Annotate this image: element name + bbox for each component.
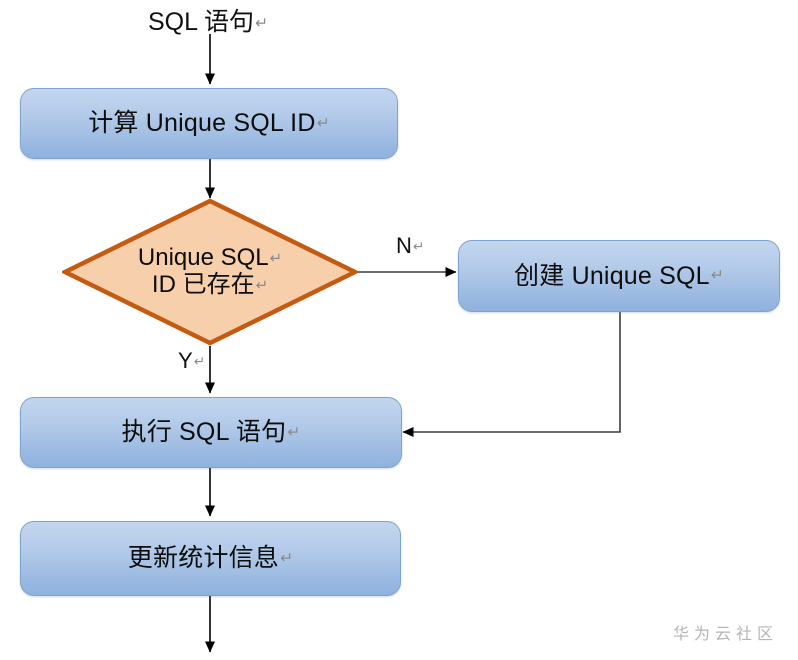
decision-line-1: Unique SQL — [137, 244, 269, 272]
node-calculate-unique-sql-id-label: 计算 Unique SQL ID — [88, 109, 316, 138]
edge-label-no: N↵ — [396, 233, 424, 259]
paragraph-mark-icon: ↵ — [412, 239, 425, 255]
node-create-unique-sql-label: 创建 Unique SQL — [514, 261, 710, 290]
node-create-unique-sql[interactable]: 创建 Unique SQL↵ — [458, 240, 780, 312]
paragraph-mark-icon: ↵ — [193, 354, 206, 370]
edge-label-yes: Y↵ — [178, 348, 205, 374]
paragraph-mark-icon: ↵ — [710, 267, 724, 285]
decision-line-2: ID 已存在 — [151, 271, 255, 298]
node-unique-sql-id-exists[interactable]: Unique SQL↵ ID 已存在↵ — [62, 198, 358, 346]
watermark-huawei-cloud-community: 华为云社区 — [673, 620, 778, 644]
paragraph-mark-icon: ↵ — [255, 278, 269, 295]
node-execute-sql-label: 执行 SQL 语句 — [121, 418, 287, 447]
connector-create-to-execute — [402, 312, 621, 437]
paragraph-mark-icon: ↵ — [316, 114, 330, 132]
edge-label-yes-text: Y — [178, 348, 193, 373]
node-update-statistics-label: 更新统计信息 — [127, 544, 279, 573]
entry-label: SQL 语句↵ — [148, 2, 268, 38]
decision-diamond-shape — [62, 198, 358, 346]
node-execute-sql[interactable]: 执行 SQL 语句↵ — [20, 397, 402, 468]
paragraph-mark-icon: ↵ — [280, 549, 294, 567]
paragraph-mark-icon: ↵ — [269, 251, 283, 268]
node-calculate-unique-sql-id[interactable]: 计算 Unique SQL ID↵ — [20, 88, 398, 159]
edge-label-no-text: N — [396, 233, 412, 258]
watermark-text: 华为云社区 — [673, 626, 779, 643]
paragraph-mark-icon: ↵ — [287, 423, 301, 441]
node-update-statistics[interactable]: 更新统计信息↵ — [20, 521, 401, 596]
node-unique-sql-id-exists-label: Unique SQL↵ ID 已存在↵ — [137, 244, 283, 299]
entry-label-text: SQL 语句 — [148, 8, 255, 36]
paragraph-mark-icon: ↵ — [255, 15, 269, 33]
